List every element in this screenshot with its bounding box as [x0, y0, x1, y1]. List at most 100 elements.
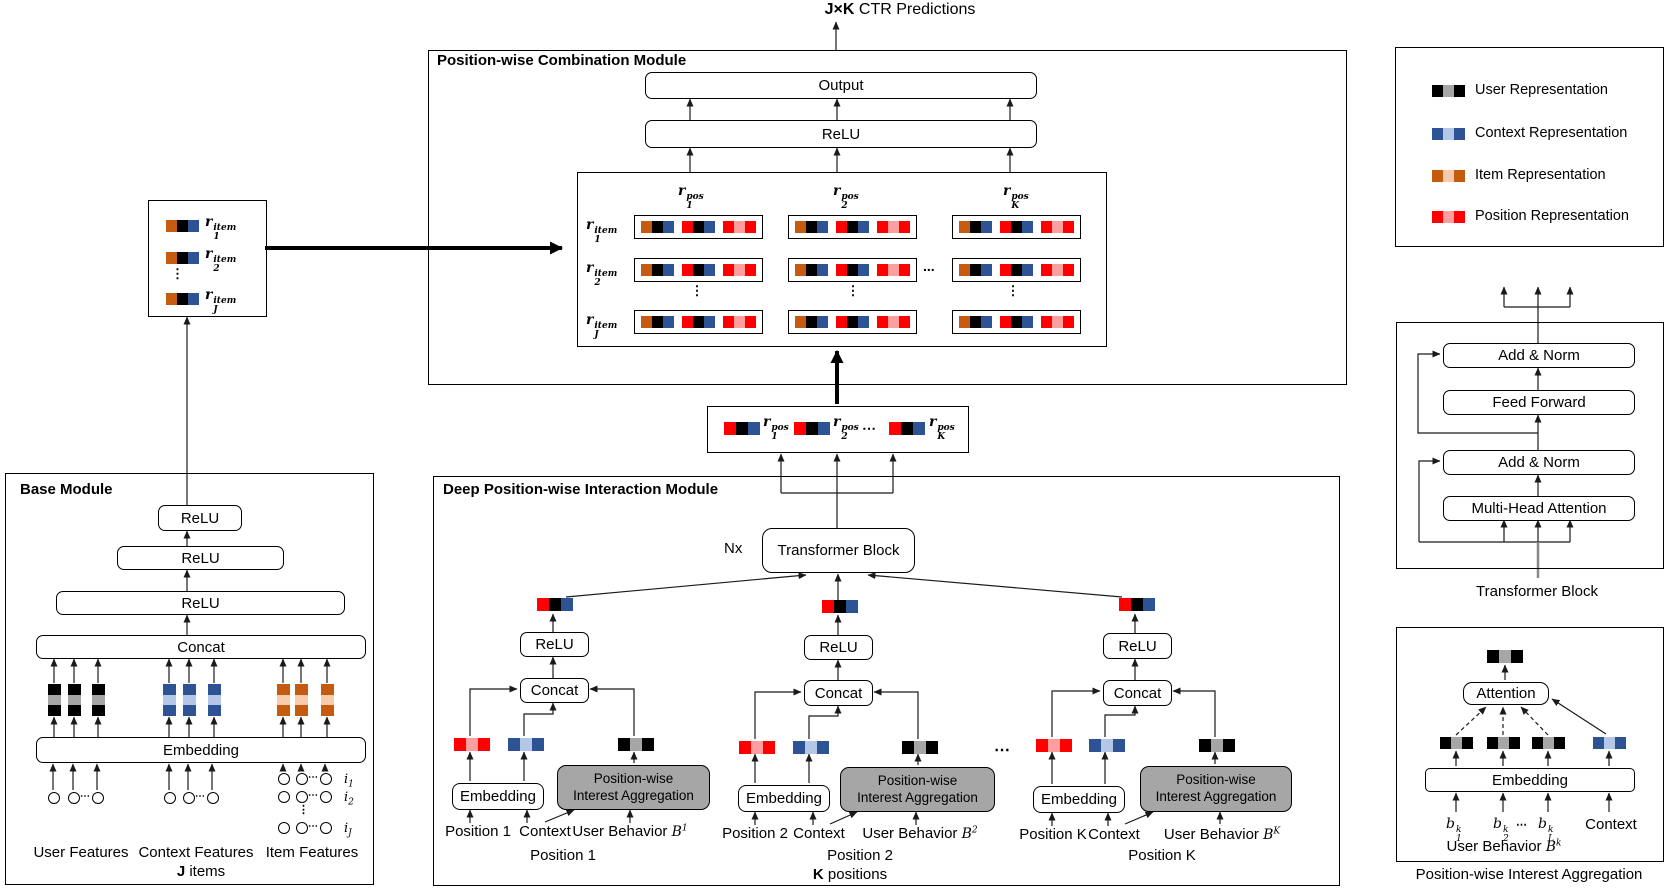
output-layer: Output [645, 72, 1037, 99]
user-feature-node [48, 792, 60, 804]
position-input-label-k: Position K [1019, 826, 1087, 843]
embedding-layer-branch-k: Embedding [1033, 786, 1125, 813]
position-output-chip [889, 422, 925, 435]
context-feature-node [207, 792, 219, 804]
item-feature-node [296, 773, 308, 785]
item-row-label: i1 [344, 772, 354, 790]
concat-layer-branch-2: Concat [804, 680, 873, 706]
vertical-ellipsis: ⋮ [846, 283, 860, 298]
branch-output-chip [1119, 598, 1155, 611]
item-feature-node [320, 773, 332, 785]
behavior-input-label-k: User Behavior BK [1163, 826, 1281, 843]
representation-cell [952, 258, 1081, 282]
item-row-label: i2 [344, 790, 354, 808]
horizontal-ellipsis: ⋯ [862, 420, 876, 436]
position-output-chip [794, 422, 830, 435]
position-input-label-2: Position 2 [722, 825, 788, 842]
context-input-label-1: Context [519, 823, 571, 840]
relu-layer-branch-k: ReLU [1103, 633, 1172, 659]
title-rest: CTR Predictions [854, 1, 976, 18]
base-module-box [5, 473, 374, 885]
item-feature-node [320, 822, 332, 834]
horizontal-ellipsis: ⋯ [308, 772, 318, 783]
item-feature-node [320, 791, 332, 803]
context-rep-chip [1089, 739, 1125, 752]
position-rep-chip [739, 741, 775, 754]
relu-layer-base-1: ReLU [158, 505, 242, 531]
pia-detail-caption: Position-wise Interest Aggregation [1415, 866, 1643, 883]
user-feature-node [68, 792, 80, 804]
item-representation-chip [166, 252, 199, 264]
branch-caption-1: Position 1 [530, 847, 596, 864]
vertical-ellipsis: ⋮ [298, 804, 309, 816]
context-input-label: Context [1585, 816, 1637, 833]
user-embedding-chip [68, 684, 81, 716]
context-representation-swatch [1432, 128, 1465, 140]
transformer-detail-caption: Transformer Block [1476, 583, 1598, 600]
legend-item-label: User Representation [1475, 82, 1608, 98]
item-representation-box [148, 200, 267, 317]
legend-item-label: Item Representation [1475, 167, 1606, 183]
behavior-embedding-chip [1532, 737, 1565, 749]
horizontal-ellipsis: ⋯ [195, 791, 205, 802]
user-rep-chip [1487, 650, 1523, 663]
position-output-box [707, 406, 969, 453]
k-positions-label: K positions [812, 866, 888, 883]
relu-layer-base-3: ReLU [56, 591, 345, 615]
item-feature-node [296, 822, 308, 834]
context-embedding-chip [183, 684, 196, 716]
concat-layer-branch-k: Concat [1103, 680, 1172, 706]
branch-caption-2: Position 2 [827, 847, 893, 864]
relu-layer-base-2: ReLU [117, 546, 284, 570]
context-embedding-chip [1593, 737, 1626, 749]
context-rep-chip [508, 738, 544, 751]
representation-cell [634, 310, 763, 334]
branch-output-chip [822, 600, 858, 613]
item-feature-node [278, 773, 290, 785]
user-embedding-chip [48, 684, 61, 716]
position-rep-chip [454, 738, 490, 751]
context-input-label-k: Context [1088, 826, 1140, 843]
horizontal-ellipsis: ⋯ [1516, 819, 1527, 831]
item-feature-node [296, 791, 308, 803]
relu-layer-branch-1: ReLU [520, 632, 589, 657]
representation-cell [634, 258, 763, 282]
relu-layer-combination: ReLU [645, 120, 1037, 148]
horizontal-ellipsis: ⋯ [308, 790, 318, 801]
combination-module-title: Position-wise Combination Module [437, 52, 687, 69]
position-rep-chip [1036, 739, 1072, 752]
user-feature-node [92, 792, 104, 804]
attention-layer: Attention [1463, 682, 1549, 705]
item-embedding-chip [295, 684, 308, 716]
embedding-layer-base: Embedding [36, 737, 366, 763]
deep-module-box [433, 476, 1340, 886]
representation-cell [952, 310, 1081, 334]
user-rep-chip [618, 738, 654, 751]
item-representation-chip [166, 293, 199, 305]
horizontal-ellipsis: ⋯ [994, 742, 1010, 759]
context-feature-node [164, 792, 176, 804]
context-features-label: Context Features [138, 844, 254, 861]
embedding-layer-pia: Embedding [1425, 768, 1635, 792]
user-rep-chip [1199, 739, 1235, 752]
vertical-ellipsis: ⋮ [1006, 283, 1020, 298]
representation-cell [952, 215, 1081, 239]
transformer-detail-box [1396, 322, 1664, 569]
context-embedding-chip [163, 684, 176, 716]
legend-item-label: Position Representation [1475, 208, 1629, 224]
user-behavior-caption: User Behavior Bk [1446, 838, 1562, 855]
embedding-layer-branch-1: Embedding [452, 783, 544, 810]
relu-layer-branch-2: ReLU [804, 635, 873, 660]
